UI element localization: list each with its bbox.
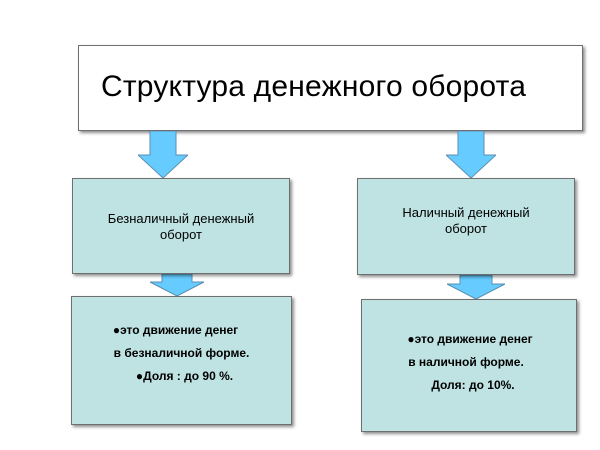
non-cash-turnover-label: Безналичный денежный оборот <box>73 211 289 243</box>
non-cash-detail-line1: ●это движение денег <box>112 323 239 337</box>
down-arrow-right-top <box>446 131 496 178</box>
non-cash-detail-line3: ●Доля : до 90 %. <box>135 369 234 383</box>
cash-details-text: ●это движение денег в наличной форме. До… <box>362 328 576 397</box>
cash-header-line1: Наличный денежный <box>402 205 530 220</box>
non-cash-details-box: ●это движение денег в безналичной форме.… <box>71 296 292 425</box>
cash-detail-line2: в наличной форме. <box>408 355 524 369</box>
cash-turnover-box: Наличный денежный оборот <box>357 178 575 275</box>
non-cash-details-text: ●это движение денег в безналичной форме.… <box>72 319 291 388</box>
cash-detail-line3: Доля: до 10%. <box>431 378 515 392</box>
diagram-title-box: Структура денежного оборота <box>78 45 583 131</box>
diagram-title: Структура денежного оборота <box>101 70 527 103</box>
cash-detail-line1: ●это движение денег <box>407 332 533 346</box>
non-cash-detail-line2: в безналичной форме. <box>113 346 250 360</box>
non-cash-header-line2: оборот <box>159 227 203 242</box>
non-cash-header-line1: Безналичный денежный <box>107 211 255 226</box>
cash-turnover-label: Наличный денежный оборот <box>358 205 574 237</box>
cash-details-box: ●это движение денег в наличной форме. До… <box>361 299 577 432</box>
non-cash-turnover-box: Безналичный денежный оборот <box>72 178 290 274</box>
down-arrow-left-top <box>138 131 188 178</box>
down-arrow-left-bottom <box>150 274 204 296</box>
cash-header-line2: оборот <box>444 221 488 236</box>
down-arrow-right-bottom <box>447 275 505 299</box>
